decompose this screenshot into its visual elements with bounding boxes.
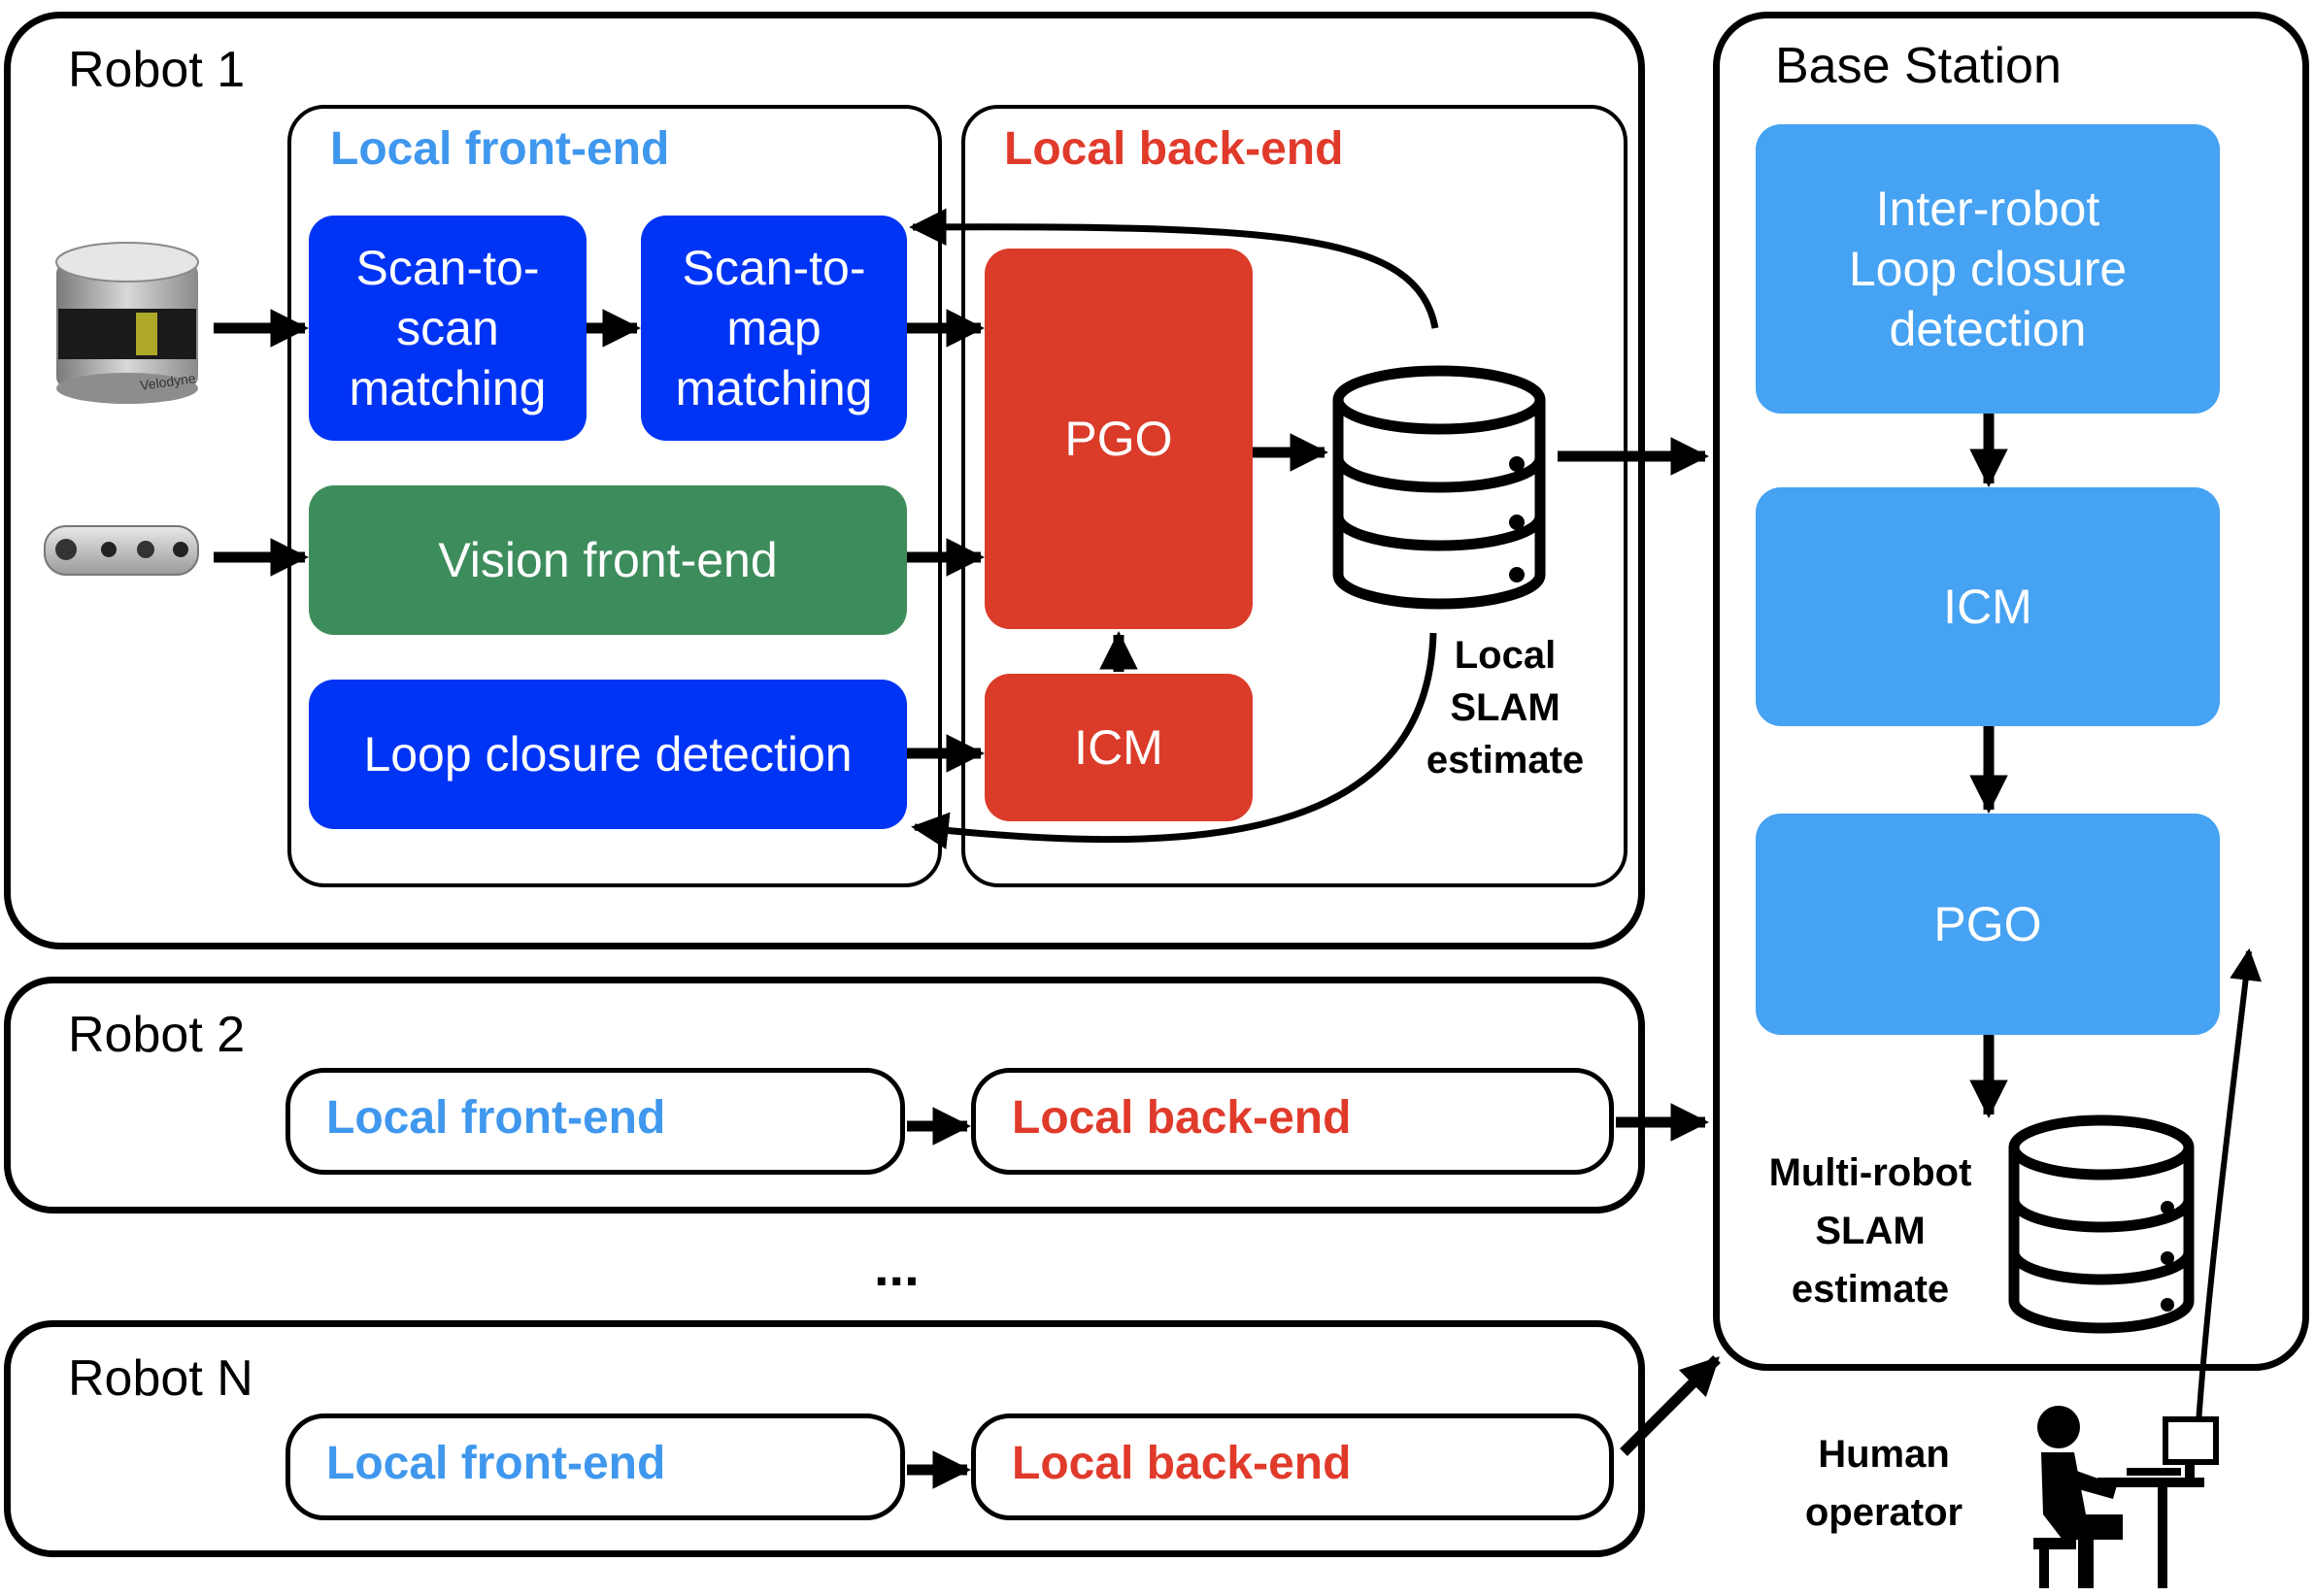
- db-to-scan-to-map-feedback: [909, 208, 1439, 329]
- robot2-frontend-pill: [285, 1068, 905, 1175]
- depth-camera-icon: [44, 525, 199, 576]
- robotN-frontend-pill: [285, 1413, 905, 1520]
- human-operator-icon: [2033, 1406, 2219, 1588]
- lidar-brand-text: Velodyne: [139, 370, 196, 393]
- icm-block: ICM: [985, 674, 1253, 821]
- db-to-loop-closure-feedback: [911, 632, 1437, 849]
- robot2-title: Robot 2: [68, 1007, 246, 1063]
- robotN-to-base-arrow: [1620, 1355, 1721, 1456]
- robot2-backend-pill: [971, 1068, 1614, 1175]
- vision-frontend-block: Vision front-end: [309, 485, 907, 635]
- inter-robot-loop-closure-block: Inter-robot Loop closure detection: [1756, 124, 2220, 414]
- robotN-backend-label: Local back-end: [1012, 1438, 1352, 1489]
- loop-closure-block: Loop closure detection: [309, 680, 907, 829]
- robotN-frontend-label: Local front-end: [326, 1438, 666, 1489]
- multi-robot-database-icon: [2008, 1114, 2195, 1334]
- local-slam-label: Local SLAM estimate: [1426, 634, 1585, 781]
- local-slam-database-icon: [1332, 365, 1546, 610]
- lidar-sensor-icon: Velodyne: [55, 242, 199, 404]
- robot1-backend-header: Local back-end: [1004, 123, 1344, 175]
- robot2-frontend-label: Local front-end: [326, 1092, 666, 1144]
- pgo-block: PGO: [985, 249, 1253, 629]
- base-pgo-block: PGO: [1756, 814, 2220, 1035]
- robot2-backend-label: Local back-end: [1012, 1092, 1352, 1144]
- human-to-pgo-arrow: [2196, 948, 2263, 1424]
- scan-to-map-block: Scan-to- map matching: [641, 216, 907, 441]
- robotN-title: Robot N: [68, 1350, 253, 1407]
- ellipsis: ...: [874, 1236, 920, 1297]
- base-icm-block: ICM: [1756, 487, 2220, 726]
- base-station-title: Base Station: [1775, 38, 2062, 94]
- robot1-frontend-header: Local front-end: [330, 123, 670, 175]
- human-operator-label: Human operator: [1804, 1433, 1963, 1534]
- multi-robot-slam-label: Multi-robot SLAM estimate: [1768, 1151, 1972, 1311]
- robot1-title: Robot 1: [68, 42, 246, 98]
- scan-to-scan-block: Scan-to- scan matching: [309, 216, 587, 441]
- robotN-backend-pill: [971, 1413, 1614, 1520]
